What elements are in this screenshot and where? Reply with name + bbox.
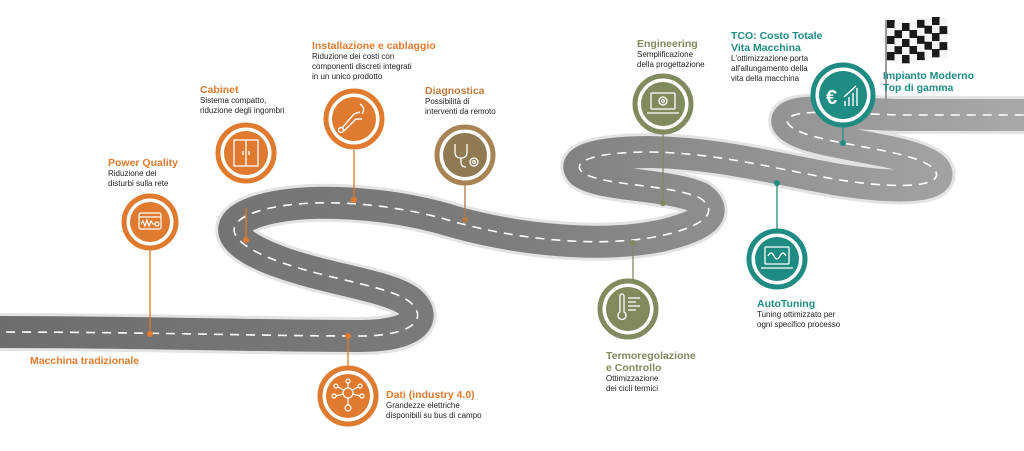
diagnostica-title: Diagnostica <box>425 85 485 97</box>
wire-cutter-icon <box>337 103 365 134</box>
autotuning-title: AutoTuning <box>757 298 816 310</box>
checkered-flag-icon <box>885 17 948 120</box>
engineering-title: Engineering <box>637 38 698 50</box>
finish-label: Impianto Moderno Top di gamma <box>883 70 1003 94</box>
milestone-engineering <box>632 73 694 135</box>
laptop-gear-icon <box>647 92 679 114</box>
milestone-installazione <box>323 88 385 150</box>
dati-label: Dati (industry 4.0) Grandezze elettriche… <box>386 389 526 421</box>
milestone-tco: € <box>810 62 876 128</box>
engineering-label: Engineering Semplificazione della proget… <box>637 38 747 70</box>
tco-desc: L'ottimizzazione porta all'allungamento … <box>731 54 809 83</box>
milestone-diagnostica <box>434 124 496 186</box>
cabinet-label: Cabinet Sistema compatto, riduzione degl… <box>200 84 330 116</box>
dati-desc: Grandezze elettriche disponibili su bus … <box>386 401 482 420</box>
power-quality-desc: Riduzione dei disturbi sulla rete <box>108 169 169 188</box>
installazione-title: Installazione e cablaggio <box>312 40 436 52</box>
laptop-wave-icon <box>761 246 793 269</box>
milestone-termoregolazione <box>597 278 659 340</box>
tco-title: TCO: Costo Totale Vita Macchina <box>731 30 823 54</box>
finish-title: Impianto Moderno Top di gamma <box>883 70 974 94</box>
diagnostica-label: Diagnostica Possibilità di interventi da… <box>425 85 545 117</box>
dati-title: Dati (industry 4.0) <box>386 389 475 401</box>
diagnostica-desc: Possibilità di interventi da remoto <box>425 97 496 116</box>
cabinet-desc: Sistema compatto, riduzione degli ingomb… <box>200 96 285 115</box>
termoregolazione-desc: Ottimizzazione dei cicli termici <box>606 374 659 393</box>
engineering-desc: Semplificazione della progettazione <box>637 50 705 69</box>
milestone-autotuning <box>746 228 808 290</box>
svg-text:€: € <box>826 87 837 109</box>
installazione-desc: Riduzione dei costi con componenti discr… <box>312 52 412 81</box>
installazione-label: Installazione e cablaggio Riduzione dei … <box>312 40 452 82</box>
termoregolazione-label: Termoregolazione e Controllo Ottimizzazi… <box>606 350 726 394</box>
start-label: Macchina tradizionale <box>30 355 139 367</box>
milestone-power-quality <box>121 193 179 251</box>
cabinet-icon <box>233 139 259 167</box>
tco-label: TCO: Costo Totale Vita Macchina L'ottimi… <box>731 30 841 84</box>
cabinet-title: Cabinet <box>200 84 239 96</box>
milestone-cabinet <box>215 122 277 184</box>
termoregolazione-title: Termoregolazione e Controllo <box>606 350 696 374</box>
thermometer-icon <box>617 293 640 321</box>
network-hub-icon <box>331 378 365 412</box>
autotuning-desc: Tuning ottimizzato per ogni specifico pr… <box>757 310 841 329</box>
waveform-monitor-icon <box>138 212 162 230</box>
connectors <box>147 120 846 368</box>
stethoscope-gear-icon <box>454 144 479 168</box>
start-label-text: Macchina tradizionale <box>30 355 140 367</box>
winding-road <box>0 93 1024 355</box>
milestone-dati <box>317 365 379 427</box>
autotuning-label: AutoTuning Tuning ottimizzato per ogni s… <box>757 298 887 330</box>
euro-growth-icon: € <box>826 85 858 109</box>
power-quality-title: Power Quality <box>108 157 179 169</box>
power-quality-label: Power Quality Riduzione dei disturbi sul… <box>108 157 228 189</box>
